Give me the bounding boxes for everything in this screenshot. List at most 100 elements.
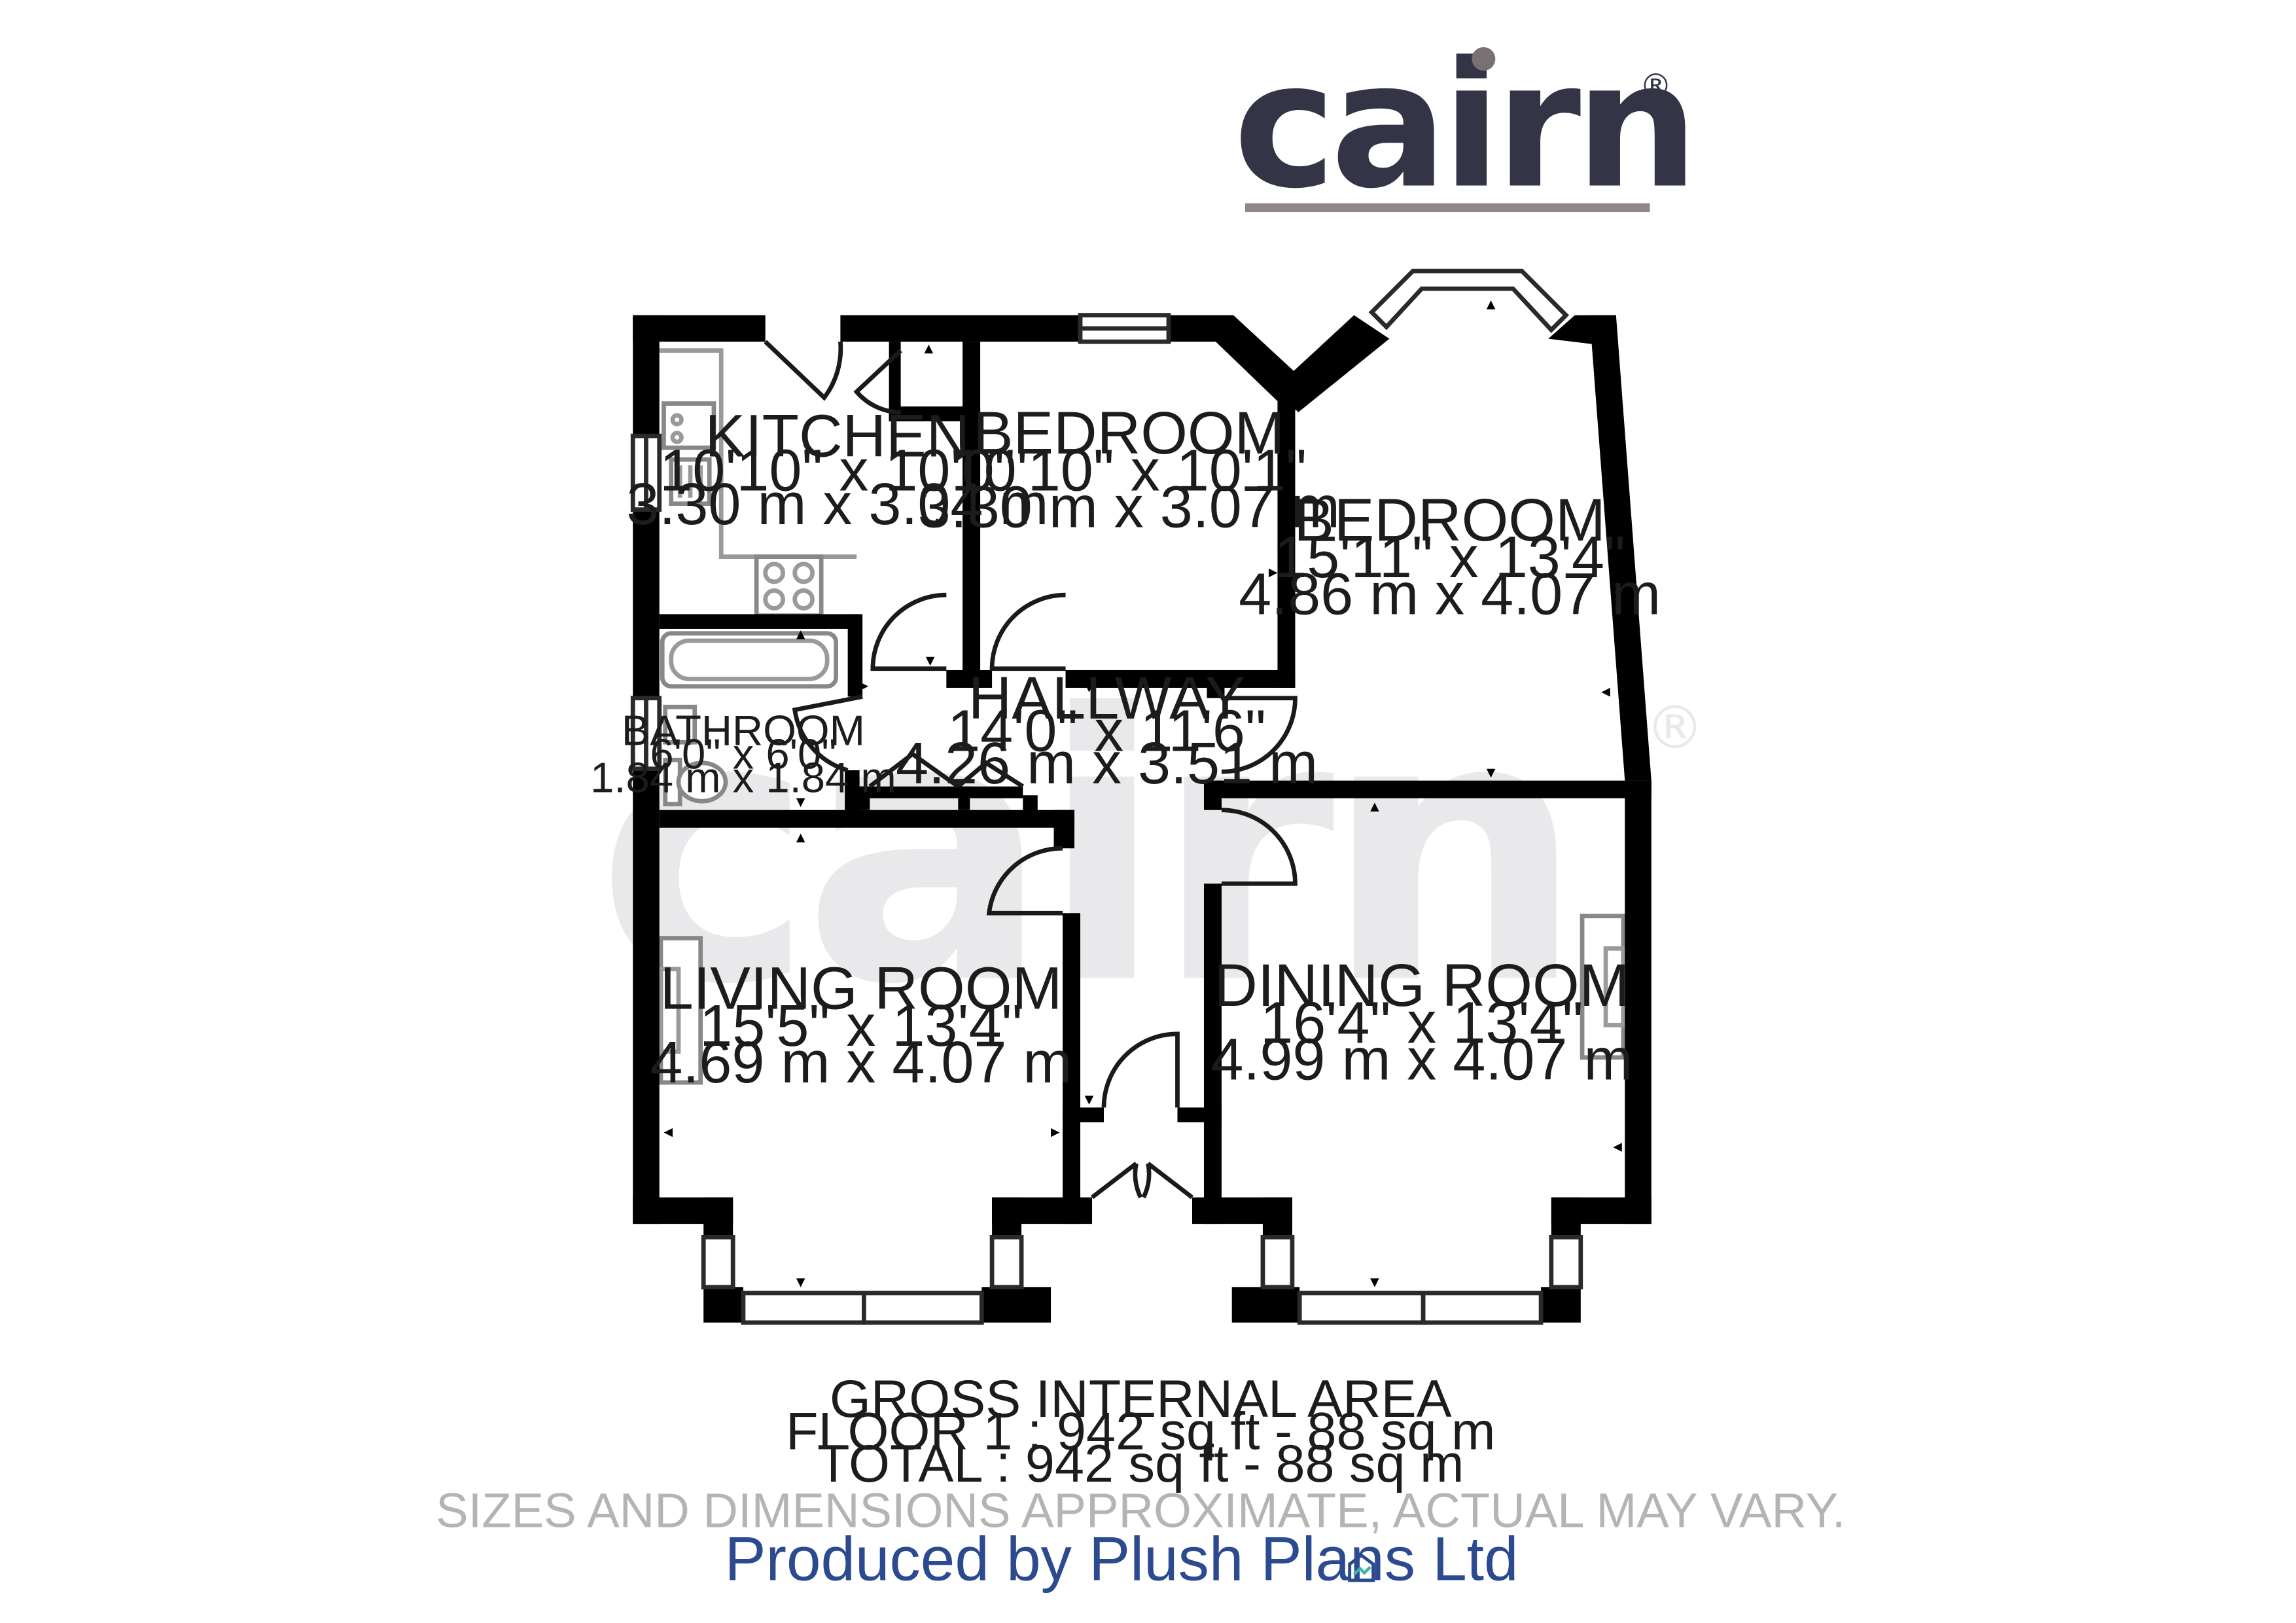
tick	[1084, 683, 1094, 692]
bathroom-label: BATHROOM 6'0" x 6'0" 1.84 m x 1.84 m	[590, 707, 896, 802]
hob-ring	[792, 562, 815, 584]
toilet-bowl-icon	[676, 760, 728, 804]
basin-icon	[663, 704, 698, 745]
window	[1297, 1291, 1426, 1325]
room-metric: 4.26 m x 3.51 m	[896, 731, 1318, 796]
kitchen-label: KITCHEN 10'10" x 10'0" 3.30 m x 3.04 m	[626, 402, 1048, 538]
room-metric: 3.30 m x 3.04 m	[626, 472, 1048, 537]
wall	[703, 1197, 733, 1238]
wall	[981, 1287, 1051, 1323]
tick	[1486, 768, 1496, 778]
room-imperial: 10'10" x 10'0"	[660, 438, 1015, 503]
front-door-swing	[1090, 1162, 1194, 1200]
logo-dot	[1472, 47, 1496, 71]
wall	[1053, 810, 1075, 849]
room-name: LIVING ROOM	[660, 954, 1062, 1022]
bedroom2-door-swing	[1221, 696, 1298, 774]
bedroom2-label: BEDROOM 15'11" x 13'4" 4.86 m x 4.07 m	[1239, 486, 1661, 628]
room-imperial: 6'0" x 6'0"	[650, 730, 836, 778]
dining-fireplace-icon	[1580, 914, 1626, 1060]
wall	[1063, 1107, 1104, 1122]
wall	[858, 786, 870, 810]
wall	[1203, 883, 1222, 1224]
area-floor1: FLOOR 1 : 942 sq ft - 88 sq m	[786, 1402, 1495, 1461]
producer-credit: Produced by Plush Plans Ltd	[725, 1525, 1519, 1594]
tick	[1024, 798, 1034, 808]
tick	[1370, 802, 1379, 812]
wall	[1551, 1197, 1581, 1238]
tick	[796, 833, 805, 843]
tick	[1051, 1128, 1060, 1137]
bath-inner	[669, 638, 830, 681]
wall	[1177, 1107, 1222, 1122]
living-door-swing	[986, 846, 1063, 916]
wall	[992, 1197, 1022, 1238]
wall	[659, 614, 860, 629]
cupboard-door-swing	[853, 349, 902, 415]
room-imperial: 16'4" x 13'4"	[1260, 990, 1583, 1056]
watermark-registered: ®	[1646, 694, 1704, 762]
room-name: BATHROOM	[622, 707, 865, 755]
room-metric: 4.86 m x 4.07 m	[1239, 562, 1661, 627]
wall	[889, 406, 981, 421]
room-metric: 3.30 m x 3.07 m	[918, 475, 1340, 541]
window	[1260, 1235, 1295, 1290]
tick	[1211, 680, 1220, 690]
logo-text: cairn	[1233, 24, 1693, 226]
logo-registered-mark: ®	[1640, 67, 1672, 105]
hob-ring	[763, 562, 786, 584]
wall	[858, 786, 1023, 798]
dining-room-label: DINING ROOM 16'4" x 13'4" 4.99 m x 4.07 …	[1210, 951, 1633, 1093]
watermark-text: cairn	[596, 636, 1573, 1065]
bedroom1-label: BEDROOM 10'10" x 10'1" 3.30 m x 3.07 m	[918, 399, 1340, 541]
wall	[840, 315, 1081, 342]
room-name: KITCHEN	[705, 402, 970, 470]
wall	[958, 786, 970, 810]
area-total: TOTAL : 942 sq ft - 88 sq m	[817, 1435, 1464, 1493]
doors	[764, 340, 1298, 1200]
tick	[859, 681, 869, 691]
tick	[796, 630, 805, 639]
cairn-logo: cairn ®	[1233, 24, 1699, 226]
room-imperial: 15'5" x 13'4"	[699, 993, 1022, 1059]
bay-window	[1368, 268, 1570, 333]
area-heading: GROSS INTERNAL AREA	[830, 1370, 1452, 1429]
wall	[1063, 913, 1081, 1224]
room-name: BEDROOM	[973, 399, 1284, 467]
walls	[633, 315, 1651, 1323]
tick	[1370, 1278, 1379, 1287]
living-room-label: LIVING ROOM 15'5" x 13'4" 4.69 m x 4.07 …	[650, 954, 1072, 1096]
kitchen-door-swing	[764, 340, 843, 401]
producer-text: Produced by Plush Plans Ltd	[725, 1525, 1519, 1594]
window	[741, 1291, 866, 1325]
tick	[796, 798, 805, 808]
fireplace-inner	[1603, 946, 1626, 1027]
porch-door-swing	[1101, 1031, 1180, 1108]
room-name: DINING ROOM	[1214, 951, 1629, 1019]
tick	[1486, 300, 1496, 310]
room-metric: 4.99 m x 4.07 m	[1210, 1027, 1633, 1093]
tick	[1084, 1096, 1094, 1105]
watermark: cairn ®	[596, 636, 1704, 1065]
room-imperial: 15'11" x 13'4"	[1274, 525, 1625, 590]
hob-ring	[792, 588, 815, 611]
tick	[663, 1128, 673, 1137]
wall	[633, 315, 766, 342]
logo-underline	[1245, 203, 1650, 213]
wall	[659, 810, 1075, 828]
tick	[1613, 1143, 1622, 1152]
room-name: HALLWAY	[968, 664, 1246, 732]
tick	[796, 1278, 805, 1287]
wall	[1262, 1197, 1292, 1238]
room-name: BEDROOM	[1294, 486, 1605, 554]
fireplace-inner	[658, 967, 681, 1054]
bath-icon	[660, 631, 839, 689]
wall	[1231, 1287, 1300, 1323]
wall	[1541, 1287, 1581, 1323]
sink-drain	[670, 413, 684, 427]
house-icon	[1348, 1553, 1375, 1582]
fixtures	[658, 348, 1626, 1085]
wall	[1625, 780, 1651, 1224]
measurement-ticks	[663, 300, 1622, 1287]
